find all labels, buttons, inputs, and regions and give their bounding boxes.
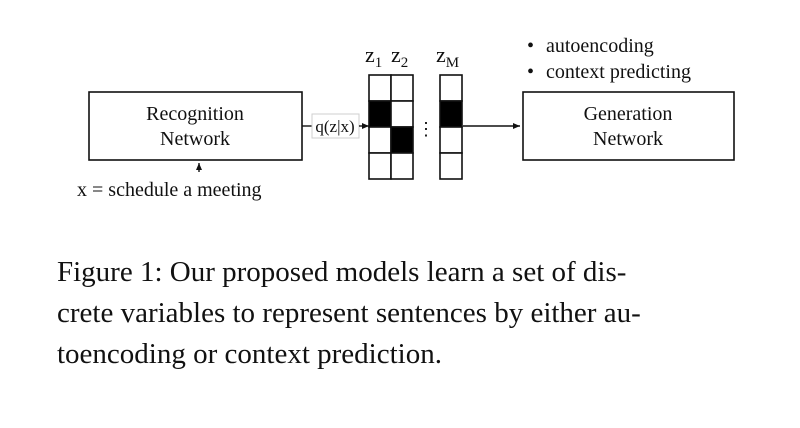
posterior-label: q(z|x) bbox=[315, 117, 354, 136]
latent-cell-z1-2 bbox=[368, 126, 392, 154]
generation-network-label-line2: Network bbox=[593, 128, 663, 150]
latent-label-z1: z1 bbox=[365, 42, 382, 71]
generation-network-box: Generation Network bbox=[522, 91, 735, 161]
latent-cell-zM-2 bbox=[439, 126, 463, 154]
latent-cell-zM-3 bbox=[439, 152, 463, 180]
bullet-autoencoding: autoencoding bbox=[546, 35, 654, 57]
latent-cell-z1-3 bbox=[368, 152, 392, 180]
latent-cell-zM-1 bbox=[439, 100, 463, 128]
latent-cell-z1-1 bbox=[368, 100, 392, 128]
latent-label-z2: z2 bbox=[391, 42, 408, 71]
bullet-glyph-1: • bbox=[527, 35, 534, 57]
generation-network-label-line1: Generation bbox=[584, 103, 673, 125]
recognition-network-label-line2: Network bbox=[160, 128, 230, 150]
latent-variable-grid bbox=[368, 74, 463, 180]
latent-cell-z2-3 bbox=[390, 152, 414, 180]
caption-line-1: Figure 1: Our proposed models learn a se… bbox=[57, 256, 627, 288]
latent-cell-z2-1 bbox=[390, 100, 414, 128]
ellipsis: ⋮ bbox=[417, 119, 435, 139]
figure-caption: Figure 1: Our proposed models learn a se… bbox=[57, 252, 747, 375]
recognition-network-box: Recognition Network bbox=[88, 91, 303, 161]
architecture-diagram: Recognition Network x = schedule a meeti… bbox=[77, 35, 735, 201]
latent-cell-zM-0 bbox=[439, 74, 463, 102]
objective-bullets: • autoencoding • context predicting bbox=[527, 35, 691, 83]
input-label: x = schedule a meeting bbox=[77, 179, 262, 201]
bullet-context-predicting: context predicting bbox=[546, 61, 691, 83]
recognition-network-label-line1: Recognition bbox=[146, 103, 244, 125]
latent-cell-z2-0 bbox=[390, 74, 414, 102]
caption-line-2: crete variables to represent sentences b… bbox=[57, 297, 641, 329]
latent-cell-z2-2 bbox=[390, 126, 414, 154]
latent-cell-z1-0 bbox=[368, 74, 392, 102]
bullet-glyph-2: • bbox=[527, 61, 534, 83]
caption-line-3: toencoding or context prediction. bbox=[57, 338, 442, 370]
latent-label-zM: zM bbox=[436, 42, 459, 71]
